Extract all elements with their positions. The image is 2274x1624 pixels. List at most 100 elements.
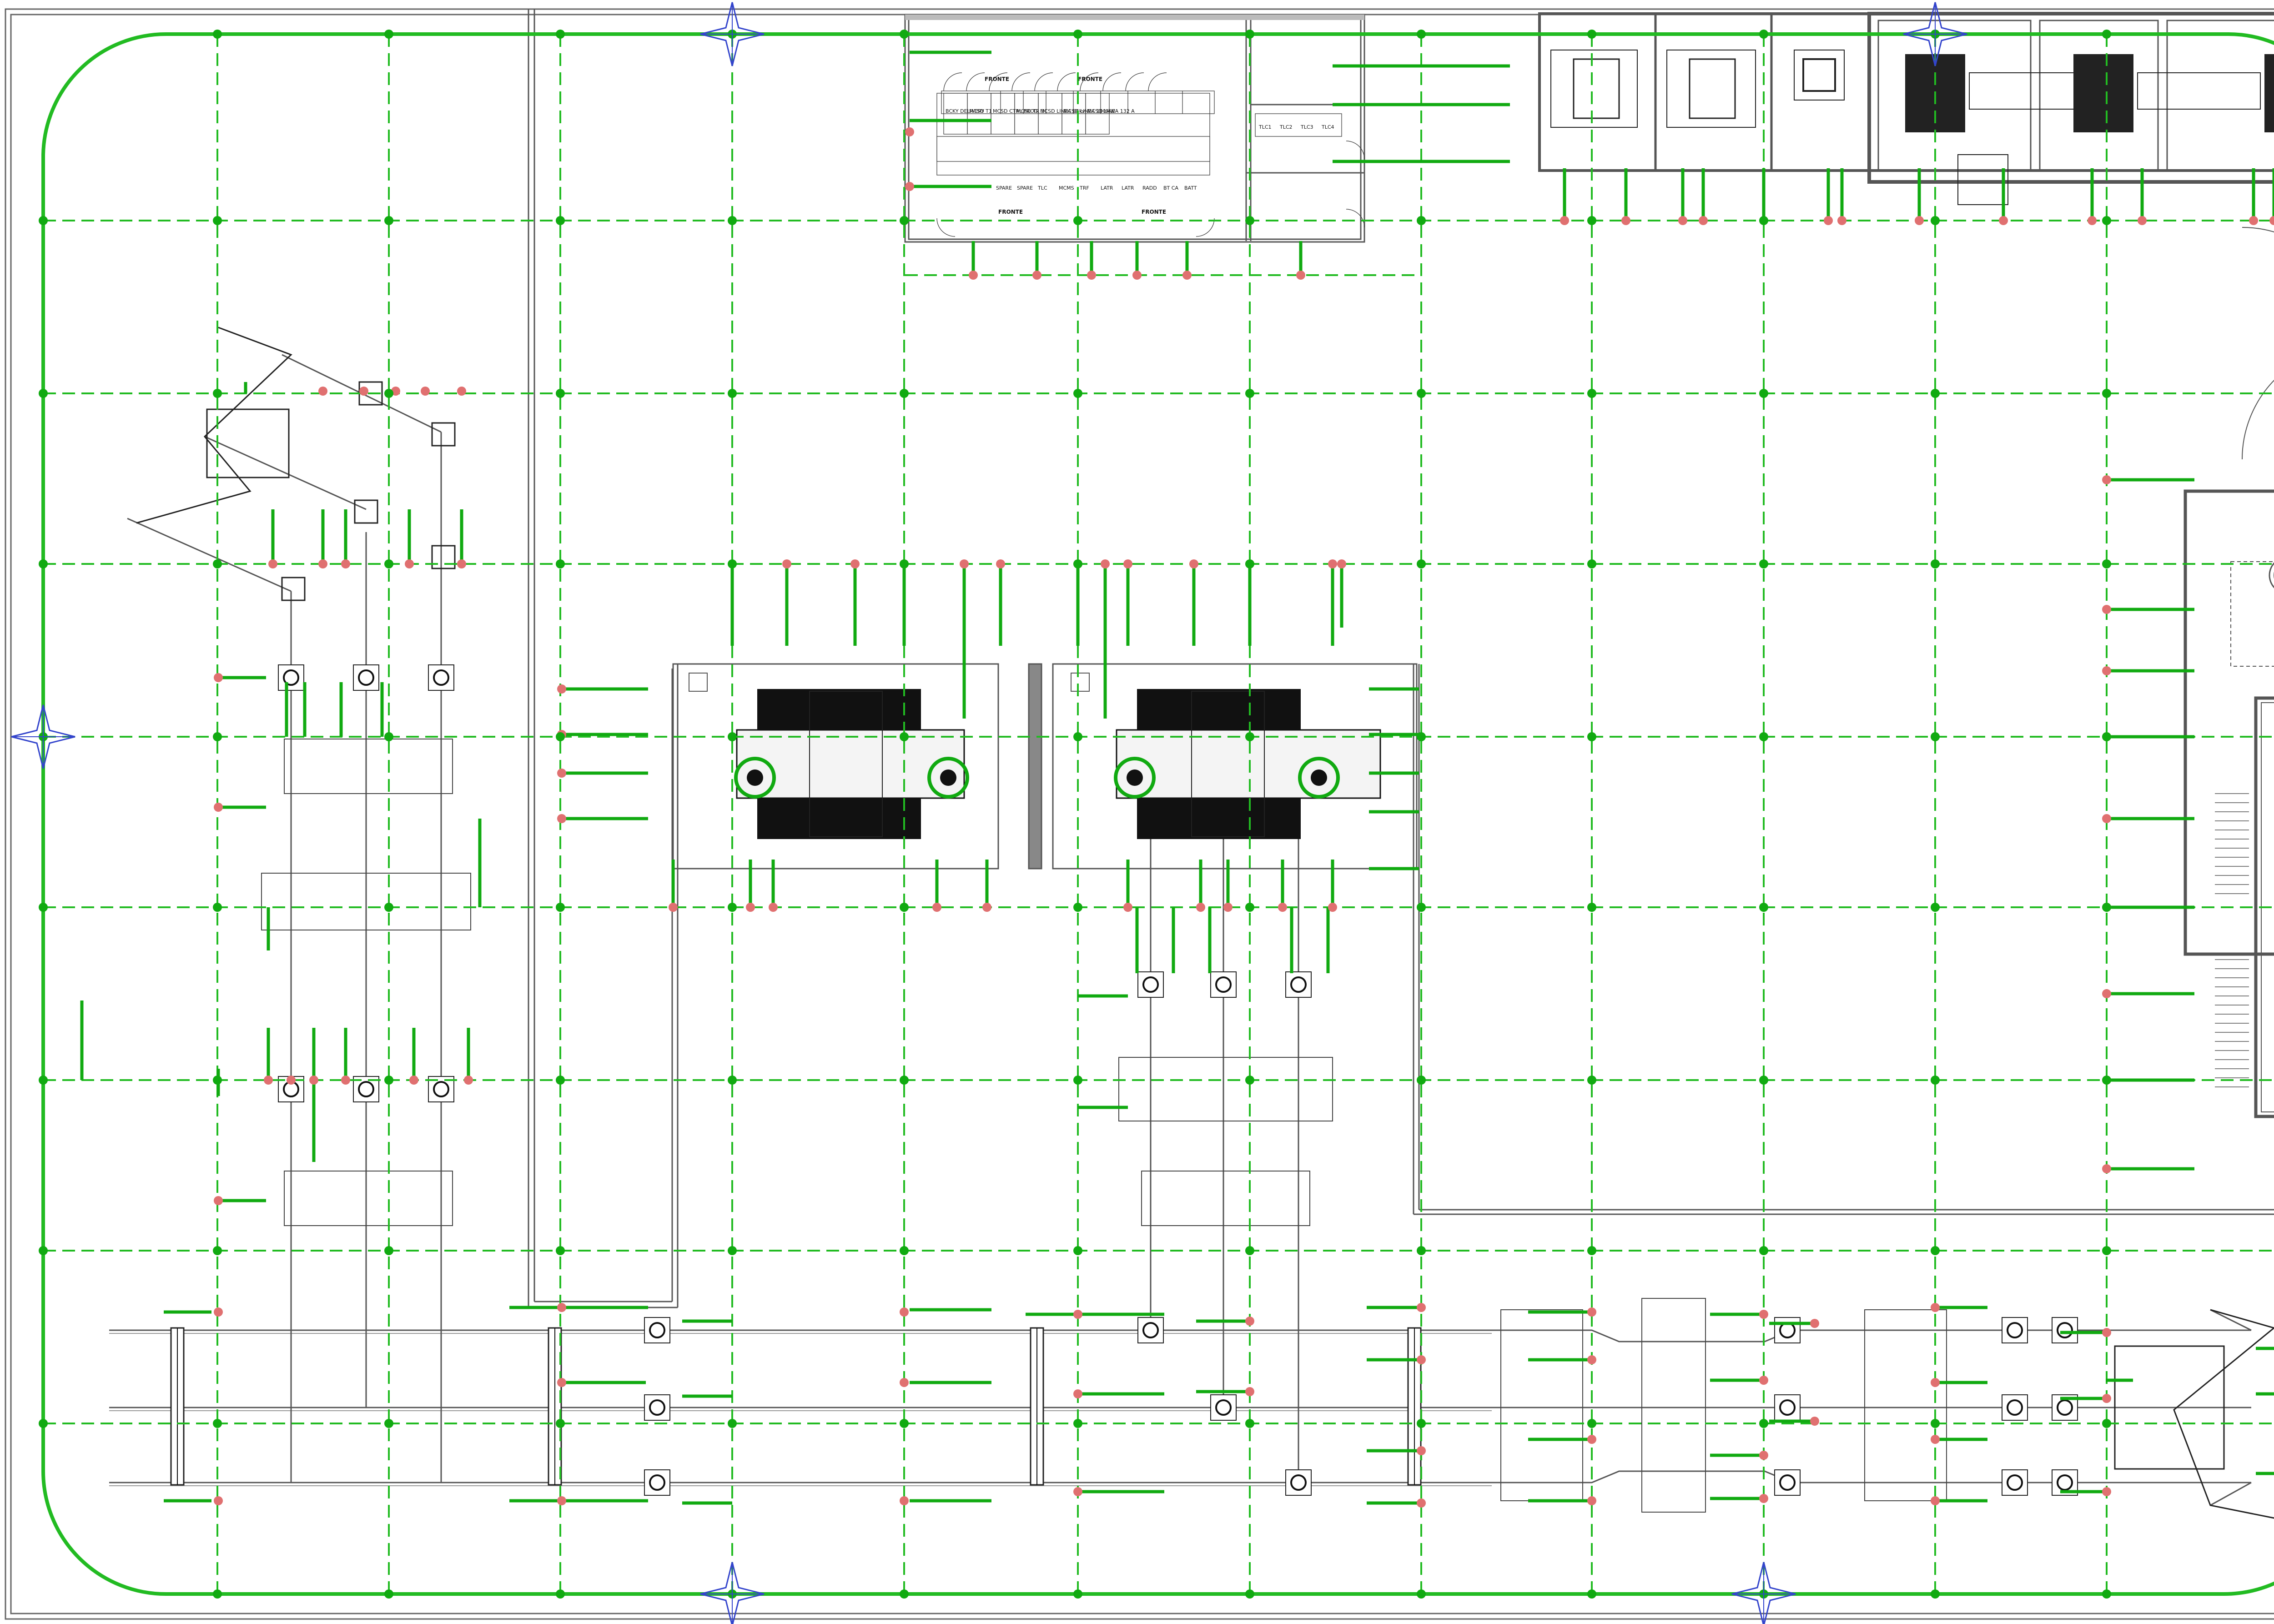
side-panel-label: TLC3 <box>1300 124 1313 130</box>
disconnector-box <box>1774 1317 1801 1343</box>
grid-junction <box>556 1076 565 1085</box>
grid-junction <box>1587 903 1596 912</box>
grid-junction <box>900 1076 909 1085</box>
disconnector-group <box>170 664 2078 1496</box>
disconnector-circle <box>2007 1322 2023 1338</box>
grid-junction <box>1417 732 1426 741</box>
grid-junction <box>1759 1419 1768 1428</box>
grid-junction <box>1587 732 1596 741</box>
side-panel-label: TLC1 <box>1258 124 1272 130</box>
disconnector-circle <box>1215 1399 1232 1416</box>
grid-junction <box>1759 559 1768 568</box>
grid-junction <box>2102 1589 2111 1599</box>
ground-rod <box>1087 271 1096 280</box>
ground-rod <box>457 387 466 396</box>
ground-rod <box>1278 903 1287 912</box>
ground-rod <box>268 559 277 568</box>
disconnector-circle <box>358 1081 374 1097</box>
grid-junction <box>1931 903 1940 912</box>
grid-junction <box>1073 1589 1082 1599</box>
disconnector-box <box>2002 1394 2028 1421</box>
ground-rod <box>1759 1451 1768 1460</box>
ground-rod <box>214 1196 223 1205</box>
ground-rod <box>2102 1164 2111 1173</box>
grid-junction <box>384 1419 393 1428</box>
grid-junction <box>1931 1076 1940 1085</box>
disconnector-box <box>428 664 454 691</box>
upper-panel-label: MCSD T1 <box>969 108 992 114</box>
lower-panel-label: LATR <box>1101 185 1113 191</box>
ground-rod <box>782 559 791 568</box>
disconnector-circle <box>433 669 449 686</box>
grid-junction <box>1245 389 1254 398</box>
ground-rod <box>1810 1417 1819 1426</box>
ground-rod <box>1587 1355 1596 1364</box>
grid-junction <box>1245 30 1254 39</box>
ground-rod <box>1621 216 1630 225</box>
grid-junction <box>556 1246 565 1255</box>
side-panel-label: TLC4 <box>1321 124 1334 130</box>
ground-rod <box>1032 271 1041 280</box>
ground-rod <box>2138 216 2147 225</box>
ground-rod <box>309 1076 318 1085</box>
lower-panel-label: MCMS <box>1059 185 1074 191</box>
ground-rod <box>669 903 678 912</box>
grid-junction <box>556 559 565 568</box>
line-entrance-right <box>2114 1309 2274 1519</box>
front-label-top-1: FRONTE <box>985 76 1009 82</box>
grid-junction <box>39 216 48 225</box>
ground-rod <box>318 387 327 396</box>
grid-junction <box>1245 1419 1254 1428</box>
ground-rod <box>1123 903 1132 912</box>
ground-rod <box>214 673 223 682</box>
grid-junction <box>900 389 909 398</box>
grid-junction <box>1931 1246 1940 1255</box>
ground-rod <box>1560 216 1569 225</box>
ground-rod <box>1931 1496 1940 1505</box>
ground-rod <box>214 1307 223 1317</box>
ground-rod <box>1073 1389 1082 1398</box>
grid-junction <box>900 1419 909 1428</box>
ground-rod <box>1101 559 1110 568</box>
ground-rod <box>1196 903 1205 912</box>
reference-markers <box>11 2 1967 1624</box>
grid-junction <box>1073 559 1082 568</box>
busbars <box>109 354 2252 1506</box>
grid-junction <box>213 1589 222 1599</box>
disconnector-box <box>644 1469 670 1496</box>
grid-junction <box>1245 1246 1254 1255</box>
grid-junction <box>1587 389 1596 398</box>
ground-rod <box>557 1303 566 1312</box>
lower-panel-label: SPARE <box>1017 185 1033 191</box>
grid-junction <box>1073 1246 1082 1255</box>
ground-grid <box>41 32 2274 1596</box>
ground-rods <box>214 127 2274 1508</box>
ground-rod <box>1337 559 1346 568</box>
upper-panel-label: MCSD LINEA 132 A <box>1087 108 1135 114</box>
disconnector-box <box>2002 1469 2028 1496</box>
grid-junction <box>1931 732 1940 741</box>
disconnector-box <box>2002 1317 2028 1343</box>
ground-rod <box>359 387 368 396</box>
ground-rod <box>341 1076 350 1085</box>
transformer-left <box>734 689 969 839</box>
grid-junction <box>556 1589 565 1599</box>
ground-rod <box>1931 1435 1940 1444</box>
grid-junction <box>1759 1076 1768 1085</box>
grid-junction <box>213 30 222 39</box>
grid-junction <box>556 216 565 225</box>
grid-junction <box>1245 1589 1254 1599</box>
grid-junction <box>900 559 909 568</box>
grid-junction <box>1073 903 1082 912</box>
ground-rod <box>1915 216 1924 225</box>
grid-junction <box>1073 1419 1082 1428</box>
disconnector-circle <box>2057 1399 2073 1416</box>
grid-junction <box>728 903 737 912</box>
grid-junction <box>556 30 565 39</box>
ground-rod <box>1824 216 1833 225</box>
ground-rod <box>1245 1317 1254 1326</box>
grid-junction <box>1587 1246 1596 1255</box>
ground-rod <box>2102 605 2111 614</box>
disconnector-circle <box>1779 1399 1796 1416</box>
